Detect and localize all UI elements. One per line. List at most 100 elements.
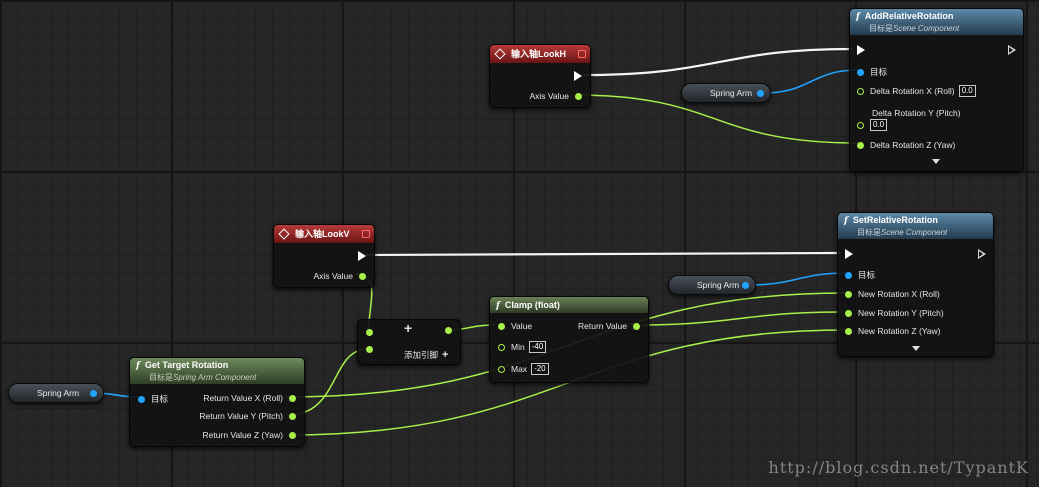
lookh-axis-value-pin[interactable]: Axis Value bbox=[529, 91, 582, 101]
function-icon: f bbox=[856, 12, 860, 22]
clamp-return-value-label: Return Value bbox=[578, 321, 627, 331]
clamp-min-input[interactable]: -40 bbox=[528, 341, 547, 353]
input-axis-lookv-node[interactable]: 输入轴LookV Axis Value bbox=[273, 224, 375, 288]
get-rot-x-label: Return Value X (Roll) bbox=[203, 393, 283, 403]
get-rot-target-pin[interactable]: 目标 bbox=[138, 393, 168, 405]
add-rot-x-input[interactable]: 0.0 bbox=[958, 85, 976, 97]
set-rot-subtitle: 目标是Scene Component bbox=[857, 228, 948, 237]
function-icon: f bbox=[844, 216, 848, 226]
float-pin-icon bbox=[445, 327, 452, 334]
float-pin-icon bbox=[857, 87, 864, 95]
add-rot-target-label: 目标 bbox=[870, 67, 888, 77]
get-rot-target-label: 目标 bbox=[151, 394, 169, 404]
float-pin-icon bbox=[366, 329, 373, 336]
add-rot-y-pin[interactable]: 0.0 bbox=[857, 119, 888, 131]
object-wire-spring-set bbox=[748, 272, 847, 286]
function-icon: f bbox=[496, 301, 500, 311]
get-rot-y-pin[interactable]: Return Value Y (Pitch) bbox=[199, 411, 296, 421]
float-pin-icon bbox=[845, 327, 852, 335]
clamp-return-value-pin[interactable]: Return Value bbox=[578, 321, 640, 331]
float-pin-icon bbox=[289, 431, 296, 439]
get-rot-z-pin[interactable]: Return Value Z (Yaw) bbox=[203, 430, 296, 440]
exec-wire-lookh bbox=[582, 47, 854, 77]
event-diamond-icon bbox=[494, 47, 506, 60]
add-rot-target-pin[interactable]: 目标 bbox=[857, 66, 887, 78]
object-pin-icon bbox=[90, 390, 97, 397]
spring-arm-variable-3[interactable]: Spring Arm bbox=[8, 383, 104, 403]
set-rot-exec-out[interactable] bbox=[978, 249, 986, 259]
add-rot-y-label: Delta Rotation Y (Pitch) bbox=[872, 108, 961, 118]
add-rot-x-pin[interactable]: Delta Rotation X (Roll)0.0 bbox=[857, 85, 976, 97]
set-rot-header: f SetRelativeRotation 目标是Scene Component bbox=[838, 213, 993, 239]
add-input-a-pin[interactable] bbox=[366, 329, 373, 336]
add-output-pin[interactable] bbox=[445, 327, 452, 334]
set-rot-title: SetRelativeRotation bbox=[852, 215, 938, 225]
expand-chevron-down-icon[interactable] bbox=[912, 346, 920, 351]
lookh-exec-out[interactable] bbox=[574, 71, 582, 81]
set-rot-y-pin[interactable]: New Rotation Y (Pitch) bbox=[845, 308, 944, 318]
float-pin-icon bbox=[359, 272, 366, 280]
lookv-axis-value-label: Axis Value bbox=[313, 271, 353, 281]
stop-square-icon bbox=[578, 50, 586, 58]
float-pin-icon bbox=[498, 343, 505, 351]
spring-arm-variable-2[interactable]: Spring Arm bbox=[668, 275, 756, 295]
object-pin-icon bbox=[742, 282, 749, 289]
set-rot-x-pin[interactable]: New Rotation X (Roll) bbox=[845, 289, 940, 299]
add-pin-button[interactable]: 添加引脚+ bbox=[404, 349, 448, 361]
set-rot-target-pin[interactable]: 目标 bbox=[845, 269, 875, 281]
watermark: http://blog.csdn.net/TypantK bbox=[768, 458, 1029, 477]
stop-square-icon bbox=[362, 230, 370, 238]
set-rot-x-label: New Rotation X (Roll) bbox=[858, 289, 940, 299]
set-rot-z-pin[interactable]: New Rotation Z (Yaw) bbox=[845, 326, 941, 336]
float-pin-icon bbox=[857, 121, 864, 129]
add-float-node[interactable]: + 添加引脚+ bbox=[357, 319, 461, 365]
expand-chevron-down-icon[interactable] bbox=[932, 159, 940, 164]
float-wire-clamp-pitch bbox=[631, 311, 847, 326]
float-pin-icon bbox=[289, 412, 296, 420]
spring-arm-label: Spring Arm bbox=[710, 88, 753, 98]
float-pin-icon bbox=[857, 141, 864, 149]
clamp-min-pin[interactable]: Min-40 bbox=[498, 341, 547, 353]
lookv-exec-out[interactable] bbox=[358, 251, 366, 261]
get-rot-y-label: Return Value Y (Pitch) bbox=[199, 411, 283, 421]
add-rot-z-label: Delta Rotation Z (Yaw) bbox=[870, 140, 956, 150]
lookh-title: 输入轴LookH bbox=[511, 49, 566, 59]
clamp-value-pin[interactable]: Value bbox=[498, 321, 532, 331]
get-rot-z-label: Return Value Z (Yaw) bbox=[202, 430, 283, 440]
clamp-max-input[interactable]: -20 bbox=[531, 363, 549, 375]
set-rot-target-label: 目标 bbox=[858, 270, 876, 280]
add-rot-subtitle: 目标是Scene Component bbox=[869, 24, 960, 33]
float-pin-icon bbox=[845, 309, 852, 317]
add-rot-exec-in[interactable] bbox=[857, 45, 865, 55]
float-pin-icon bbox=[845, 290, 852, 298]
lookh-header: 输入轴LookH bbox=[490, 45, 590, 63]
lookv-axis-value-pin[interactable]: Axis Value bbox=[313, 271, 366, 281]
add-rot-exec-out[interactable] bbox=[1008, 45, 1016, 55]
float-pin-icon bbox=[575, 92, 582, 100]
input-axis-lookh-node[interactable]: 输入轴LookH Axis Value bbox=[489, 44, 591, 108]
clamp-max-label: Max bbox=[511, 364, 528, 374]
object-pin-icon bbox=[857, 68, 864, 76]
function-icon: f bbox=[136, 361, 140, 371]
plus-icon: + bbox=[442, 349, 449, 361]
float-pin-icon bbox=[633, 322, 640, 330]
float-pin-icon bbox=[366, 346, 373, 353]
set-rot-z-label: New Rotation Z (Yaw) bbox=[858, 326, 941, 336]
spring-arm-variable-1[interactable]: Spring Arm bbox=[681, 83, 771, 103]
add-rot-y-input[interactable]: 0.0 bbox=[870, 119, 888, 131]
clamp-max-pin[interactable]: Max-20 bbox=[498, 363, 549, 375]
add-symbol: + bbox=[404, 320, 413, 336]
get-rot-x-pin[interactable]: Return Value X (Roll) bbox=[203, 393, 296, 403]
object-wire-spring-add bbox=[763, 69, 859, 94]
set-rot-y-label: New Rotation Y (Pitch) bbox=[858, 308, 944, 318]
add-rot-z-pin[interactable]: Delta Rotation Z (Yaw) bbox=[857, 140, 955, 150]
set-rot-exec-in[interactable] bbox=[845, 249, 853, 259]
add-input-b-pin[interactable] bbox=[366, 346, 373, 353]
